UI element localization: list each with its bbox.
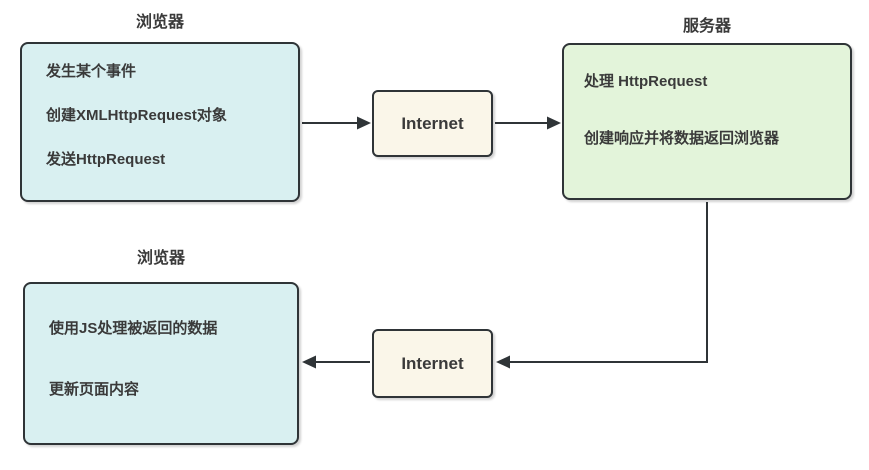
arrow-browser-to-internet — [302, 116, 371, 130]
browser-bottom-step-process-data: 使用JS处理被返回的数据 — [49, 320, 218, 337]
server-title: 服务器 — [682, 18, 731, 35]
internet-top-node: Internet — [372, 90, 493, 157]
arrow-internet-to-browser — [302, 355, 370, 369]
internet-bottom-label: Internet — [401, 353, 464, 373]
internet-top-label: Internet — [401, 113, 464, 133]
browser-top-title: 浏览器 — [135, 14, 184, 31]
server-node: 处理 HttpRequest 创建响应并将数据返回浏览器 — [562, 43, 852, 200]
browser-top-step-send-request: 发送HttpRequest — [46, 151, 166, 168]
arrow-server-to-internet — [496, 202, 708, 369]
browser-bottom-step-update-page: 更新页面内容 — [49, 381, 140, 398]
browser-top-step-event: 发生某个事件 — [46, 63, 137, 80]
internet-bottom-node: Internet — [372, 329, 493, 398]
server-step-create-response: 创建响应并将数据返回浏览器 — [584, 130, 780, 147]
browser-top-node: 发生某个事件 创建XMLHttpRequest对象 发送HttpRequest — [20, 42, 300, 202]
browser-bottom-title: 浏览器 — [136, 250, 185, 267]
browser-bottom-node: 使用JS处理被返回的数据 更新页面内容 — [23, 282, 299, 445]
server-step-handle-request: 处理 HttpRequest — [584, 73, 708, 90]
arrow-internet-to-server — [495, 116, 561, 130]
browser-top-step-create-xhr: 创建XMLHttpRequest对象 — [46, 107, 227, 124]
